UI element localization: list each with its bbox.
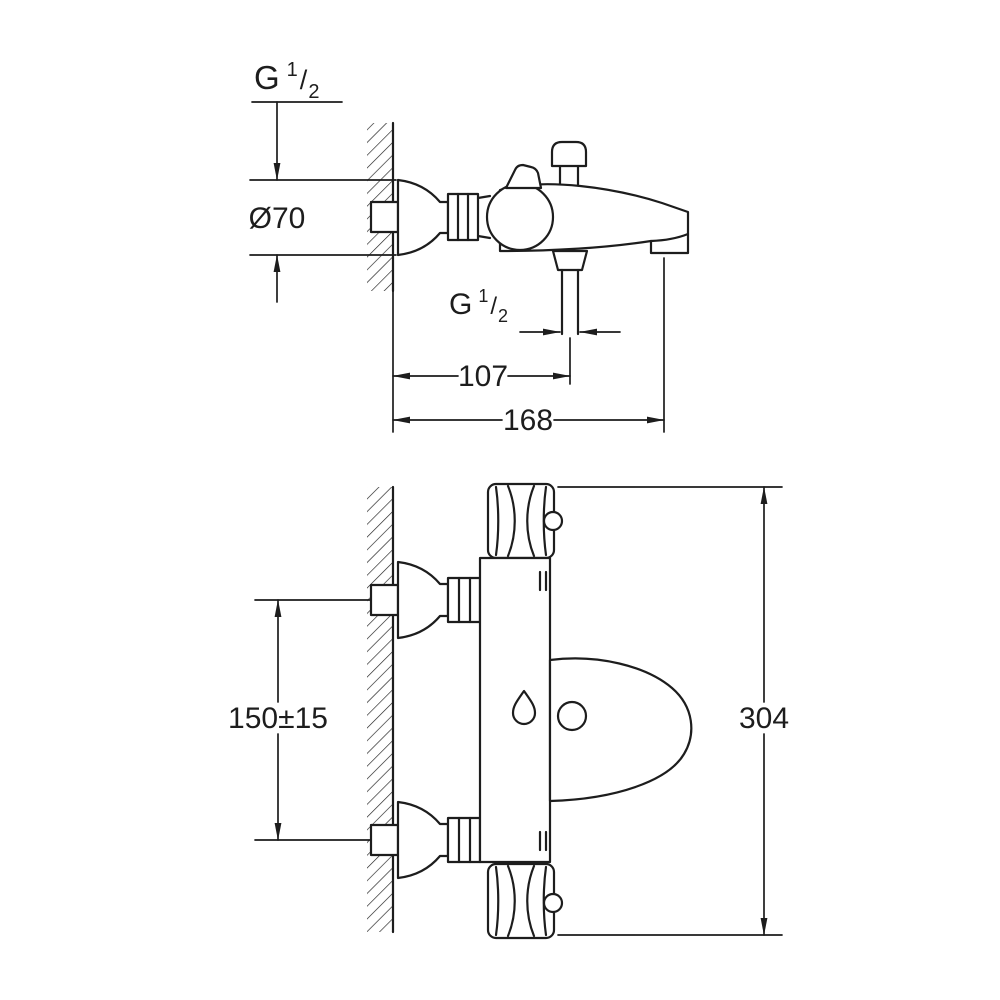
diverter-knob (550, 140, 588, 192)
body-detail-lines-top (538, 570, 548, 592)
body-connector-lines (476, 194, 492, 240)
union-hex-nut-top (446, 576, 482, 624)
temperature-lever (504, 163, 543, 190)
wall-union-square-side (369, 200, 400, 234)
escutcheon-cone-side (396, 178, 450, 257)
hose-nut (551, 249, 589, 272)
handle-grip-line (526, 484, 536, 558)
spout-front-profile (548, 657, 693, 803)
escutcheon-cone-bottom (396, 800, 450, 880)
front-view (367, 482, 693, 940)
handle-grip-line (506, 484, 516, 558)
dim-107-label: 107 (458, 360, 508, 393)
union-hex-nut-side (446, 192, 480, 242)
wall-union-square-bottom (369, 823, 400, 857)
handle-grip-line (506, 864, 516, 938)
handle-side-button-top (542, 510, 564, 532)
lower-handle (486, 862, 556, 940)
body-detail-lines-bottom (538, 830, 548, 852)
wall-hatch-front (367, 487, 393, 932)
handle-grip-line (526, 864, 536, 938)
hose-outlet (551, 249, 589, 336)
handle-grip-line (494, 865, 500, 937)
spout-tip-underside (649, 232, 690, 243)
diverter-button-front (556, 700, 588, 732)
union-hex-nut-bottom (446, 816, 482, 864)
wall-union-square-top (369, 583, 400, 617)
dimension-lines-side-view (249, 101, 665, 433)
handle-side-button-bottom (542, 892, 564, 914)
dimension-lines-front-view (254, 486, 783, 936)
dim-150-label: 150±15 (228, 702, 328, 735)
upper-handle (486, 482, 556, 560)
thermostat-cap-circle (485, 182, 555, 252)
waterdrop-icon (511, 689, 537, 726)
handle-grip-line (494, 485, 500, 557)
escutcheon-cone-top (396, 560, 450, 640)
dim-304-label: 304 (739, 702, 789, 735)
side-view (367, 121, 690, 336)
mixer-body-front (478, 556, 552, 864)
dim-168-label: 168 (503, 404, 553, 437)
dim-diameter-label: Ø70 (249, 202, 306, 235)
diverter-cap (550, 140, 588, 168)
